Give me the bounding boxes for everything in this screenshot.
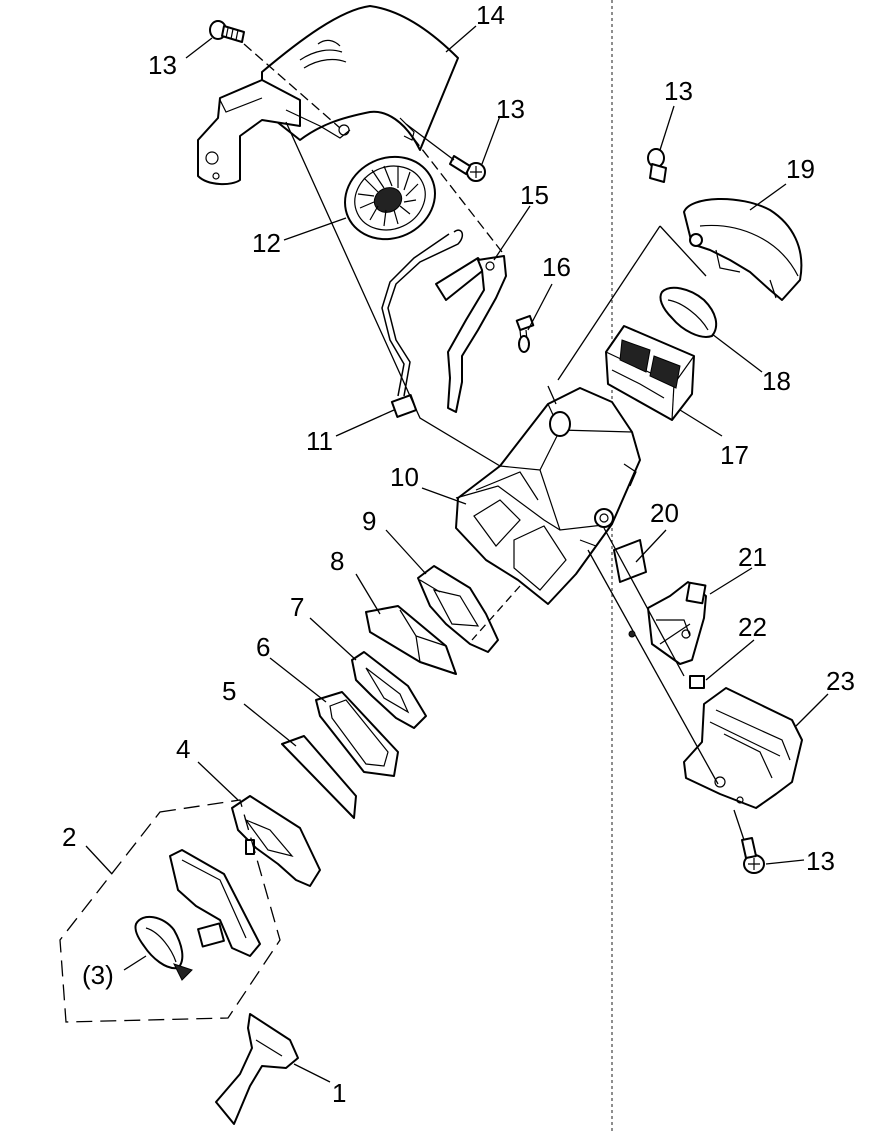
part-8-pad <box>365 605 457 675</box>
callout-17: 17 <box>720 440 749 470</box>
part-12-fan <box>344 155 436 241</box>
callout-10: 10 <box>390 462 419 492</box>
callout-4: 4 <box>176 734 190 764</box>
callout-15: 15 <box>520 180 549 210</box>
part-10-main-housing <box>455 387 641 605</box>
callout-labels: 13 14 13 13 19 15 16 12 18 11 17 10 20 9… <box>62 0 855 1108</box>
callout-6: 6 <box>256 632 270 662</box>
part-14-top-cover <box>197 5 459 186</box>
callout-5: 5 <box>222 676 236 706</box>
callout-13-bottom-right: 13 <box>806 846 835 876</box>
screw-13-middle <box>449 155 486 182</box>
callout-2: 2 <box>62 822 76 852</box>
callout-leaders <box>85 25 829 1083</box>
part-9-plate <box>417 565 499 653</box>
callout-22: 22 <box>738 612 767 642</box>
part-19-bracket <box>683 197 803 301</box>
screw-13-bottom-right <box>741 837 765 874</box>
callout-1: 1 <box>332 1078 346 1108</box>
part-6-gasket <box>315 691 399 777</box>
callout-7: 7 <box>290 592 304 622</box>
callout-9: 9 <box>362 506 376 536</box>
callout-12: 12 <box>252 228 281 258</box>
callout-20: 20 <box>650 498 679 528</box>
part-5-sheet <box>281 735 357 819</box>
callout-8: 8 <box>330 546 344 576</box>
part-20-pad <box>613 539 647 583</box>
part-1-flex-cable <box>215 1013 299 1125</box>
callout-13-top-left: 13 <box>148 50 177 80</box>
part-4-holder <box>231 795 321 887</box>
callout-3: (3) <box>82 960 114 990</box>
callout-14: 14 <box>476 0 505 30</box>
part-22-small-block <box>689 675 705 689</box>
callout-19: 19 <box>786 154 815 184</box>
callout-23: 23 <box>826 666 855 696</box>
callout-13-middle: 13 <box>496 94 525 124</box>
callout-11: 11 <box>306 426 333 456</box>
callout-16: 16 <box>542 252 571 282</box>
part-17-block <box>605 325 695 421</box>
part-16-screw <box>515 314 535 353</box>
part-23-bracket <box>683 687 803 809</box>
part-7-frame <box>351 651 427 729</box>
part-21-switch <box>647 581 707 665</box>
callout-13-right: 13 <box>664 76 693 106</box>
part-2-assembly-group <box>59 799 281 1023</box>
screw-13-top-left <box>209 20 245 43</box>
part-15-spring-plate <box>435 255 507 413</box>
assembly-lines <box>243 43 745 841</box>
callout-21: 21 <box>738 542 767 572</box>
callout-18: 18 <box>762 366 791 396</box>
part-18-cap <box>659 286 718 338</box>
screw-13-right <box>647 148 667 183</box>
